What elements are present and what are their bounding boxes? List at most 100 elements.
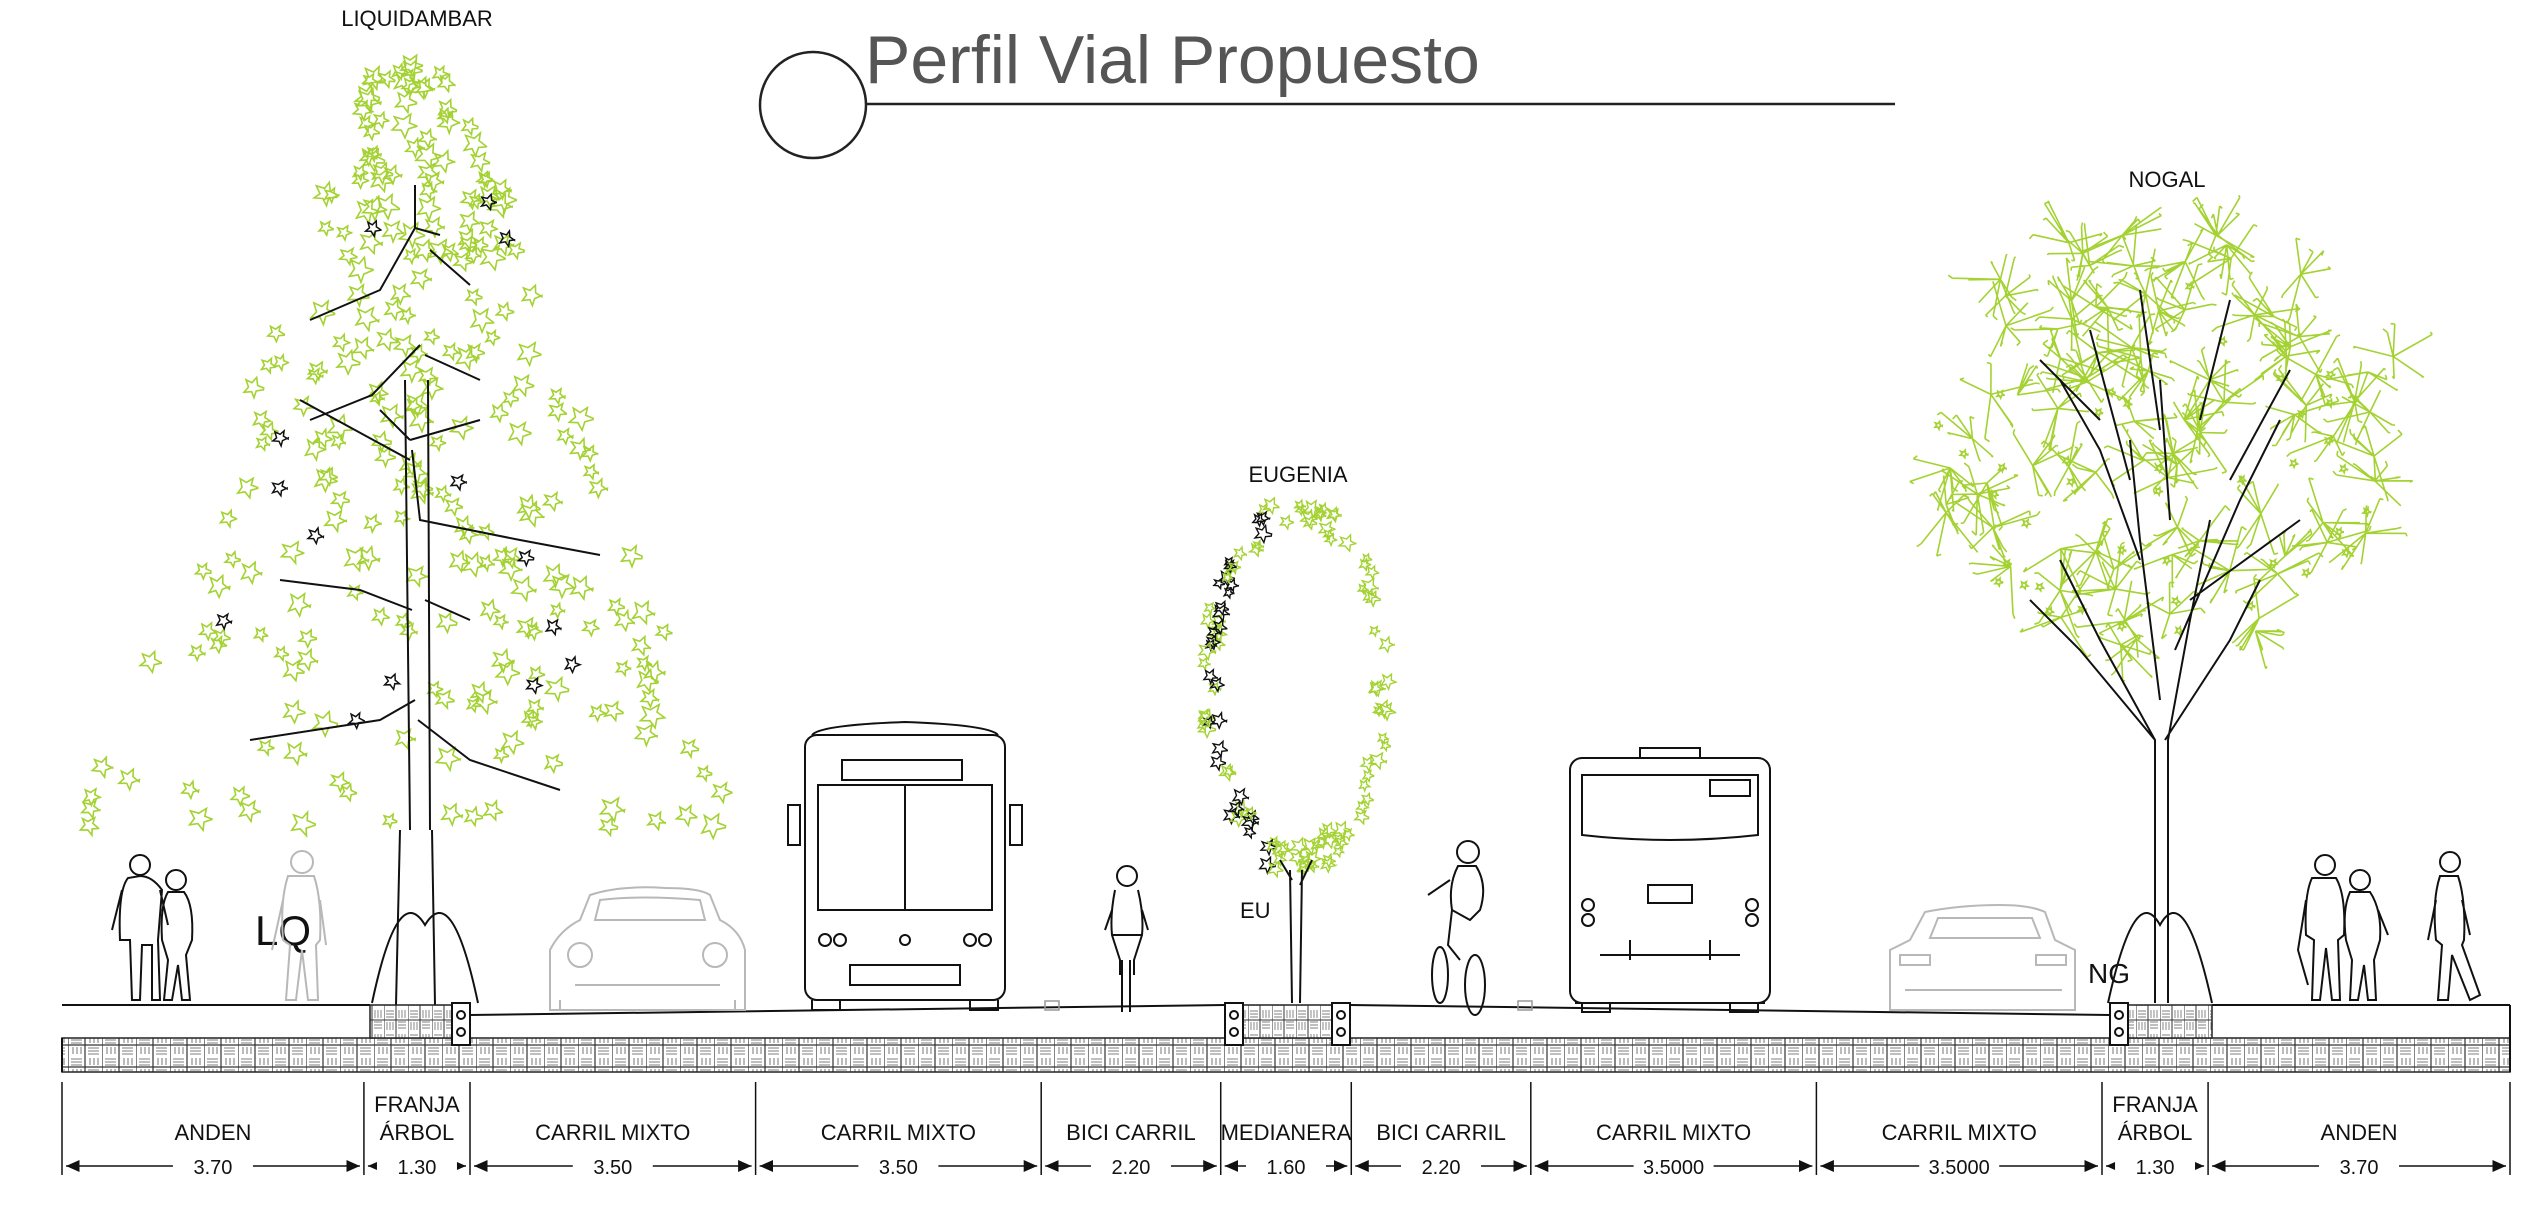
liquidambar-leaf (242, 375, 265, 401)
eugenia-leaf (1255, 510, 1271, 527)
liquidambar-leaf (405, 565, 429, 589)
nogal-leaf (2020, 518, 2032, 530)
nogal-leaf-cluster (2016, 363, 2061, 396)
nogal-leaf (2065, 476, 2077, 488)
liquidambar-leaf (434, 745, 462, 773)
liquidambar-leaf (354, 198, 380, 226)
liquidambar-leaf (635, 654, 653, 673)
liquidambar-leaf (598, 796, 626, 824)
eugenia-leaf (1196, 716, 1211, 733)
liquidambar-leaf (435, 610, 458, 635)
liquidambar-leaf (492, 613, 510, 631)
liquidambar-leaf (597, 816, 619, 838)
nogal-leaf (2288, 457, 2299, 470)
nogal-leaf (2019, 579, 2030, 591)
eugenia-leaf (1364, 564, 1380, 581)
liquidambar-leaf (404, 392, 430, 419)
liquidambar-leaf (351, 335, 375, 361)
eugenia-leaf (1204, 633, 1221, 651)
nogal-leaf (2105, 386, 2117, 399)
liquidambar-leaf (654, 623, 673, 642)
nogal-leaf-cluster (2322, 390, 2396, 446)
eugenia-leaf (1289, 836, 1309, 857)
liquidambar-leaf (376, 69, 396, 90)
liquidambar-leaf (506, 241, 525, 261)
eugenia-leaf (1217, 762, 1237, 783)
nogal-leaf (1994, 389, 2005, 401)
liquidambar-leaf (567, 405, 594, 433)
nogal-leaf-cluster (2253, 318, 2321, 382)
liquidambar-leaf (338, 782, 358, 803)
eugenia-leaf (1221, 571, 1234, 585)
liquidambar-leaf (448, 549, 471, 574)
liquidambar-leaf (428, 434, 447, 453)
liquidambar-leaf (515, 616, 539, 640)
dimension-value-bg (572, 1154, 653, 1176)
eugenia-leaf (1379, 672, 1398, 692)
liquidambar-dark-leaf (516, 548, 535, 568)
eugenia-leaf (1258, 855, 1277, 876)
eugenia-leaf (1378, 635, 1395, 654)
liquidambar-leaf (363, 513, 382, 535)
liquidambar-leaf (310, 709, 339, 739)
nogal-leaf-cluster (1959, 361, 2040, 443)
liquidambar-leaf (311, 180, 339, 208)
liquidambar-leaf (290, 809, 317, 838)
eugenia-leaf (1196, 718, 1217, 740)
liquidambar-leaf (413, 238, 437, 263)
liquidambar-leaf (614, 659, 632, 678)
liquidambar-dark-leaf (270, 479, 288, 498)
eugenia-leaf (1226, 560, 1242, 576)
liquidambar-leaf (469, 307, 495, 335)
eugenia-leaf (1360, 791, 1374, 807)
liquidambar-leaf (337, 246, 358, 267)
nogal-leaf (2161, 555, 2173, 567)
eugenia-leaf (1203, 601, 1217, 616)
liquidambar-leaf (303, 437, 327, 463)
liquidambar-leaf (282, 699, 306, 725)
liquidambar-tree-guard (371, 912, 479, 1004)
eugenia-leaf (1231, 787, 1250, 807)
liquidambar-leaf (137, 649, 163, 675)
liquidambar-leaf (492, 746, 510, 765)
liquidambar-leaf (357, 114, 375, 134)
segment-label: MEDIANERA (1221, 1120, 1352, 1145)
liquidambar-leaf (580, 444, 599, 463)
eugenia-leaf (1210, 618, 1228, 636)
nogal-leaf-cluster (2328, 497, 2408, 571)
liquidambar-leaf (619, 543, 643, 569)
dimension-value-bg (1246, 1154, 1326, 1176)
eugenia-leaf (1332, 845, 1345, 859)
eugenia-leaf (1323, 532, 1338, 548)
liquidambar-leaf (434, 689, 455, 711)
liquidambar-dark-leaf (544, 618, 562, 637)
eugenia-label: EUGENIA (1248, 462, 1347, 487)
liquidambar-leaf (218, 508, 238, 530)
liquidambar-leaf (373, 445, 396, 469)
liquidambar-leaf (431, 148, 456, 174)
liquidambar-leaf (710, 781, 733, 805)
liquidambar-leaf (456, 227, 479, 252)
liquidambar-leaf (440, 802, 464, 828)
segment-label: ANDEN (2321, 1120, 2398, 1145)
nogal-leaf-cluster (2114, 395, 2178, 440)
liquidambar-leaf (346, 282, 371, 309)
nogal-leaf-cluster (2332, 450, 2414, 507)
liquidambar-leaf (282, 658, 305, 683)
liquidambar-leaf (370, 606, 390, 627)
liquidambar-leaf (448, 415, 475, 442)
liquidambar-leaf (516, 340, 542, 368)
liquidambar-leaf (679, 738, 700, 760)
dimension-value: 2.20 (1111, 1157, 1150, 1179)
liquidambar-leaf (606, 597, 626, 617)
liquidambar-leaf (330, 433, 347, 451)
nogal-leaf (1933, 419, 1944, 432)
liquidambar-dark-leaf (479, 192, 498, 212)
dimension-value-bg (2115, 1154, 2196, 1176)
nogal-leaf (2122, 398, 2133, 410)
nogal-leaf-cluster (2281, 237, 2332, 323)
curb-markers (451, 1002, 2129, 1046)
nogal-leaf-cluster (2071, 541, 2151, 617)
liquidambar-leaf (306, 360, 329, 382)
nogal-leaf-cluster (2046, 222, 2127, 282)
